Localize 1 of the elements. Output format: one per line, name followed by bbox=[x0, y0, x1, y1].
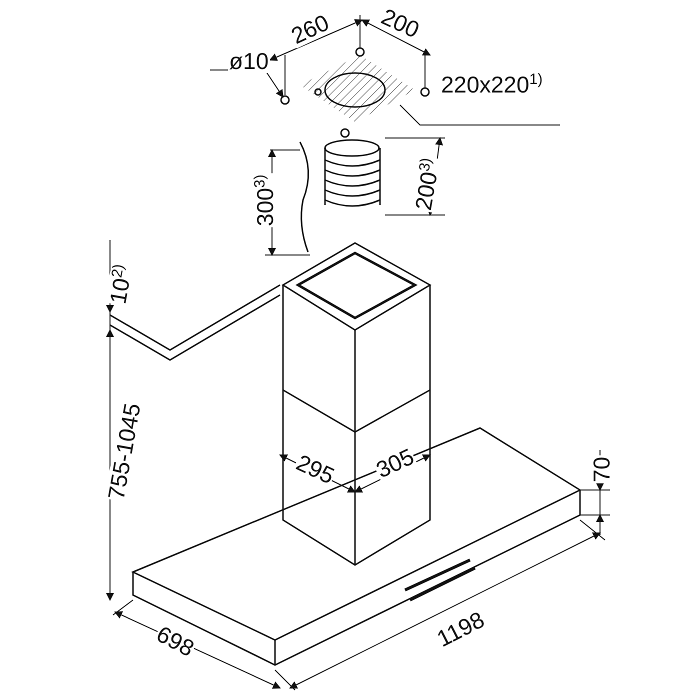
dimension-label: ø10 bbox=[228, 50, 270, 73]
